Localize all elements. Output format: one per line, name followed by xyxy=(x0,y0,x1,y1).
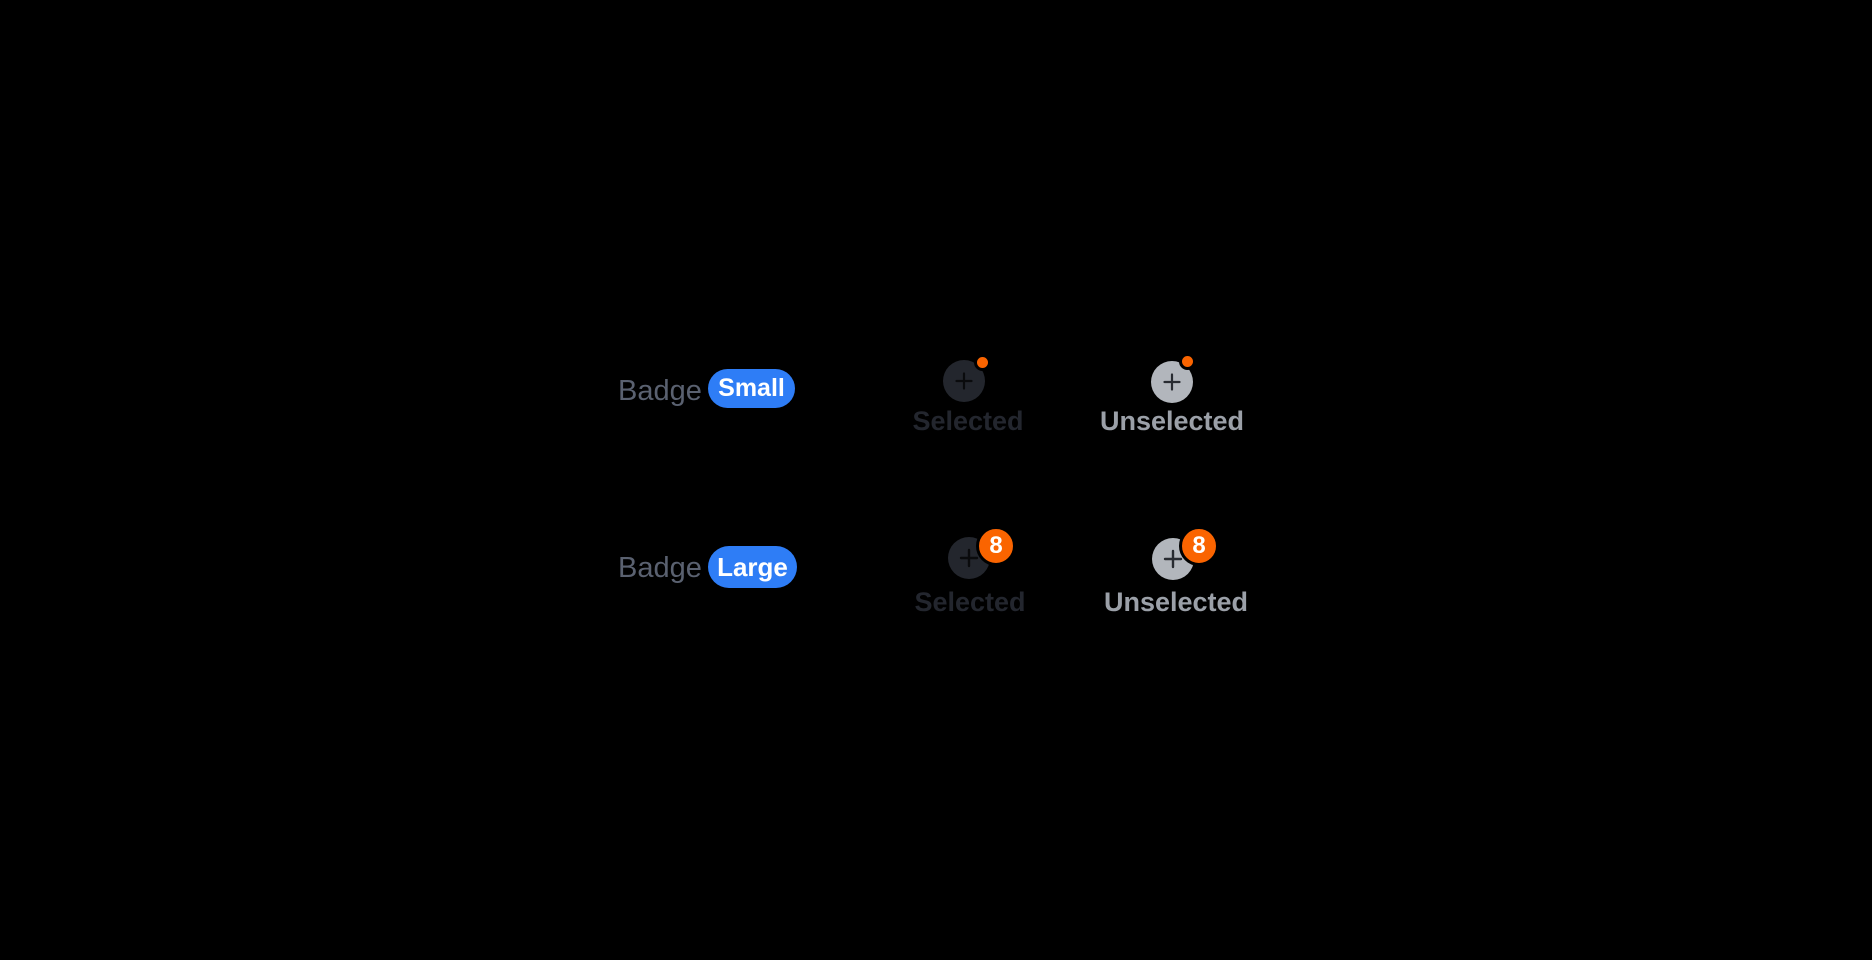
plus-icon xyxy=(954,371,974,391)
plus-icon xyxy=(1162,548,1184,570)
notification-count-badge: 8 xyxy=(976,526,1016,566)
add-button-small-selected[interactable] xyxy=(943,354,991,402)
state-label-selected: Selected xyxy=(914,587,1026,617)
size-tag-small[interactable]: Small xyxy=(708,369,795,408)
notification-dot-badge xyxy=(974,354,991,371)
state-label-unselected: Unselected xyxy=(1099,406,1245,436)
state-label-unselected: Unselected xyxy=(1103,587,1249,617)
add-button-small-unselected[interactable] xyxy=(1151,353,1196,403)
notification-count-badge: 8 xyxy=(1179,526,1219,566)
add-button-large-unselected[interactable]: 8 xyxy=(1152,526,1219,580)
state-label-selected: Selected xyxy=(912,406,1024,436)
add-button-large-selected[interactable]: 8 xyxy=(948,526,1016,579)
row-label-large: Badge xyxy=(618,552,702,584)
row-label-small: Badge xyxy=(618,375,702,407)
plus-icon xyxy=(1162,372,1182,392)
size-tag-large[interactable]: Large xyxy=(708,546,797,588)
notification-dot-badge xyxy=(1179,353,1196,370)
plus-icon xyxy=(958,547,980,569)
